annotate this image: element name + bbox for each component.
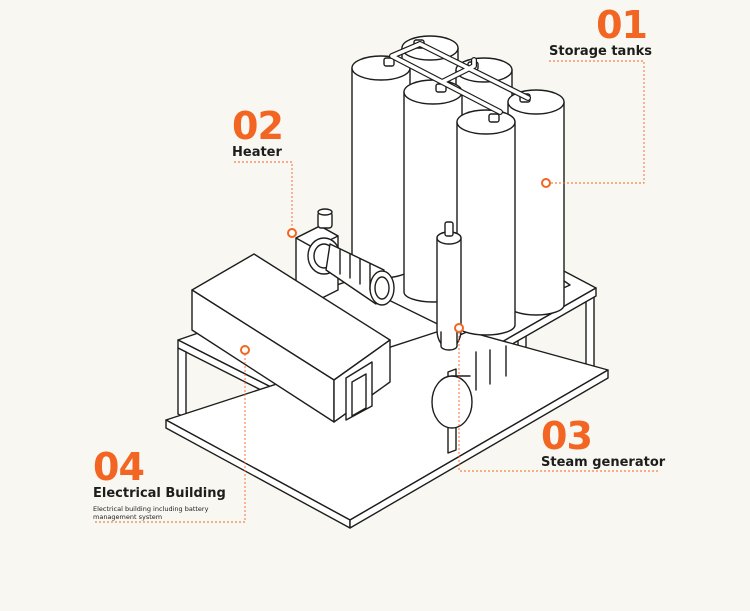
leader-storage bbox=[546, 60, 645, 184]
steam-generator bbox=[436, 221, 462, 351]
callout-number: 02 bbox=[232, 104, 284, 148]
callout-heater: 02 Heater bbox=[232, 104, 284, 161]
callout-electrical-building: 04 Electrical Building Electrical buildi… bbox=[93, 448, 243, 521]
heater bbox=[295, 208, 395, 306]
leader-electrical bbox=[95, 350, 246, 523]
callout-steam-generator: 03 Steam generator bbox=[541, 417, 665, 471]
callout-label: Electrical Building bbox=[93, 486, 226, 501]
callout-label: Storage tanks bbox=[549, 44, 652, 59]
callout-number: 01 bbox=[596, 3, 648, 47]
callout-storage-tanks: 01 Storage tanks bbox=[549, 3, 652, 60]
callout-number: 03 bbox=[541, 414, 593, 458]
marker-heater bbox=[287, 228, 297, 238]
marker-electrical bbox=[240, 345, 250, 355]
callout-label: Steam generator bbox=[541, 455, 666, 470]
electrical-building bbox=[191, 253, 391, 423]
marker-steam bbox=[454, 323, 464, 333]
callout-description: Electrical building including battery ma… bbox=[93, 505, 209, 521]
callout-number: 04 bbox=[93, 445, 145, 489]
callout-label: Heater bbox=[232, 145, 282, 160]
leader-steam bbox=[458, 328, 659, 472]
leader-heater bbox=[234, 161, 293, 233]
marker-storage bbox=[541, 178, 551, 188]
